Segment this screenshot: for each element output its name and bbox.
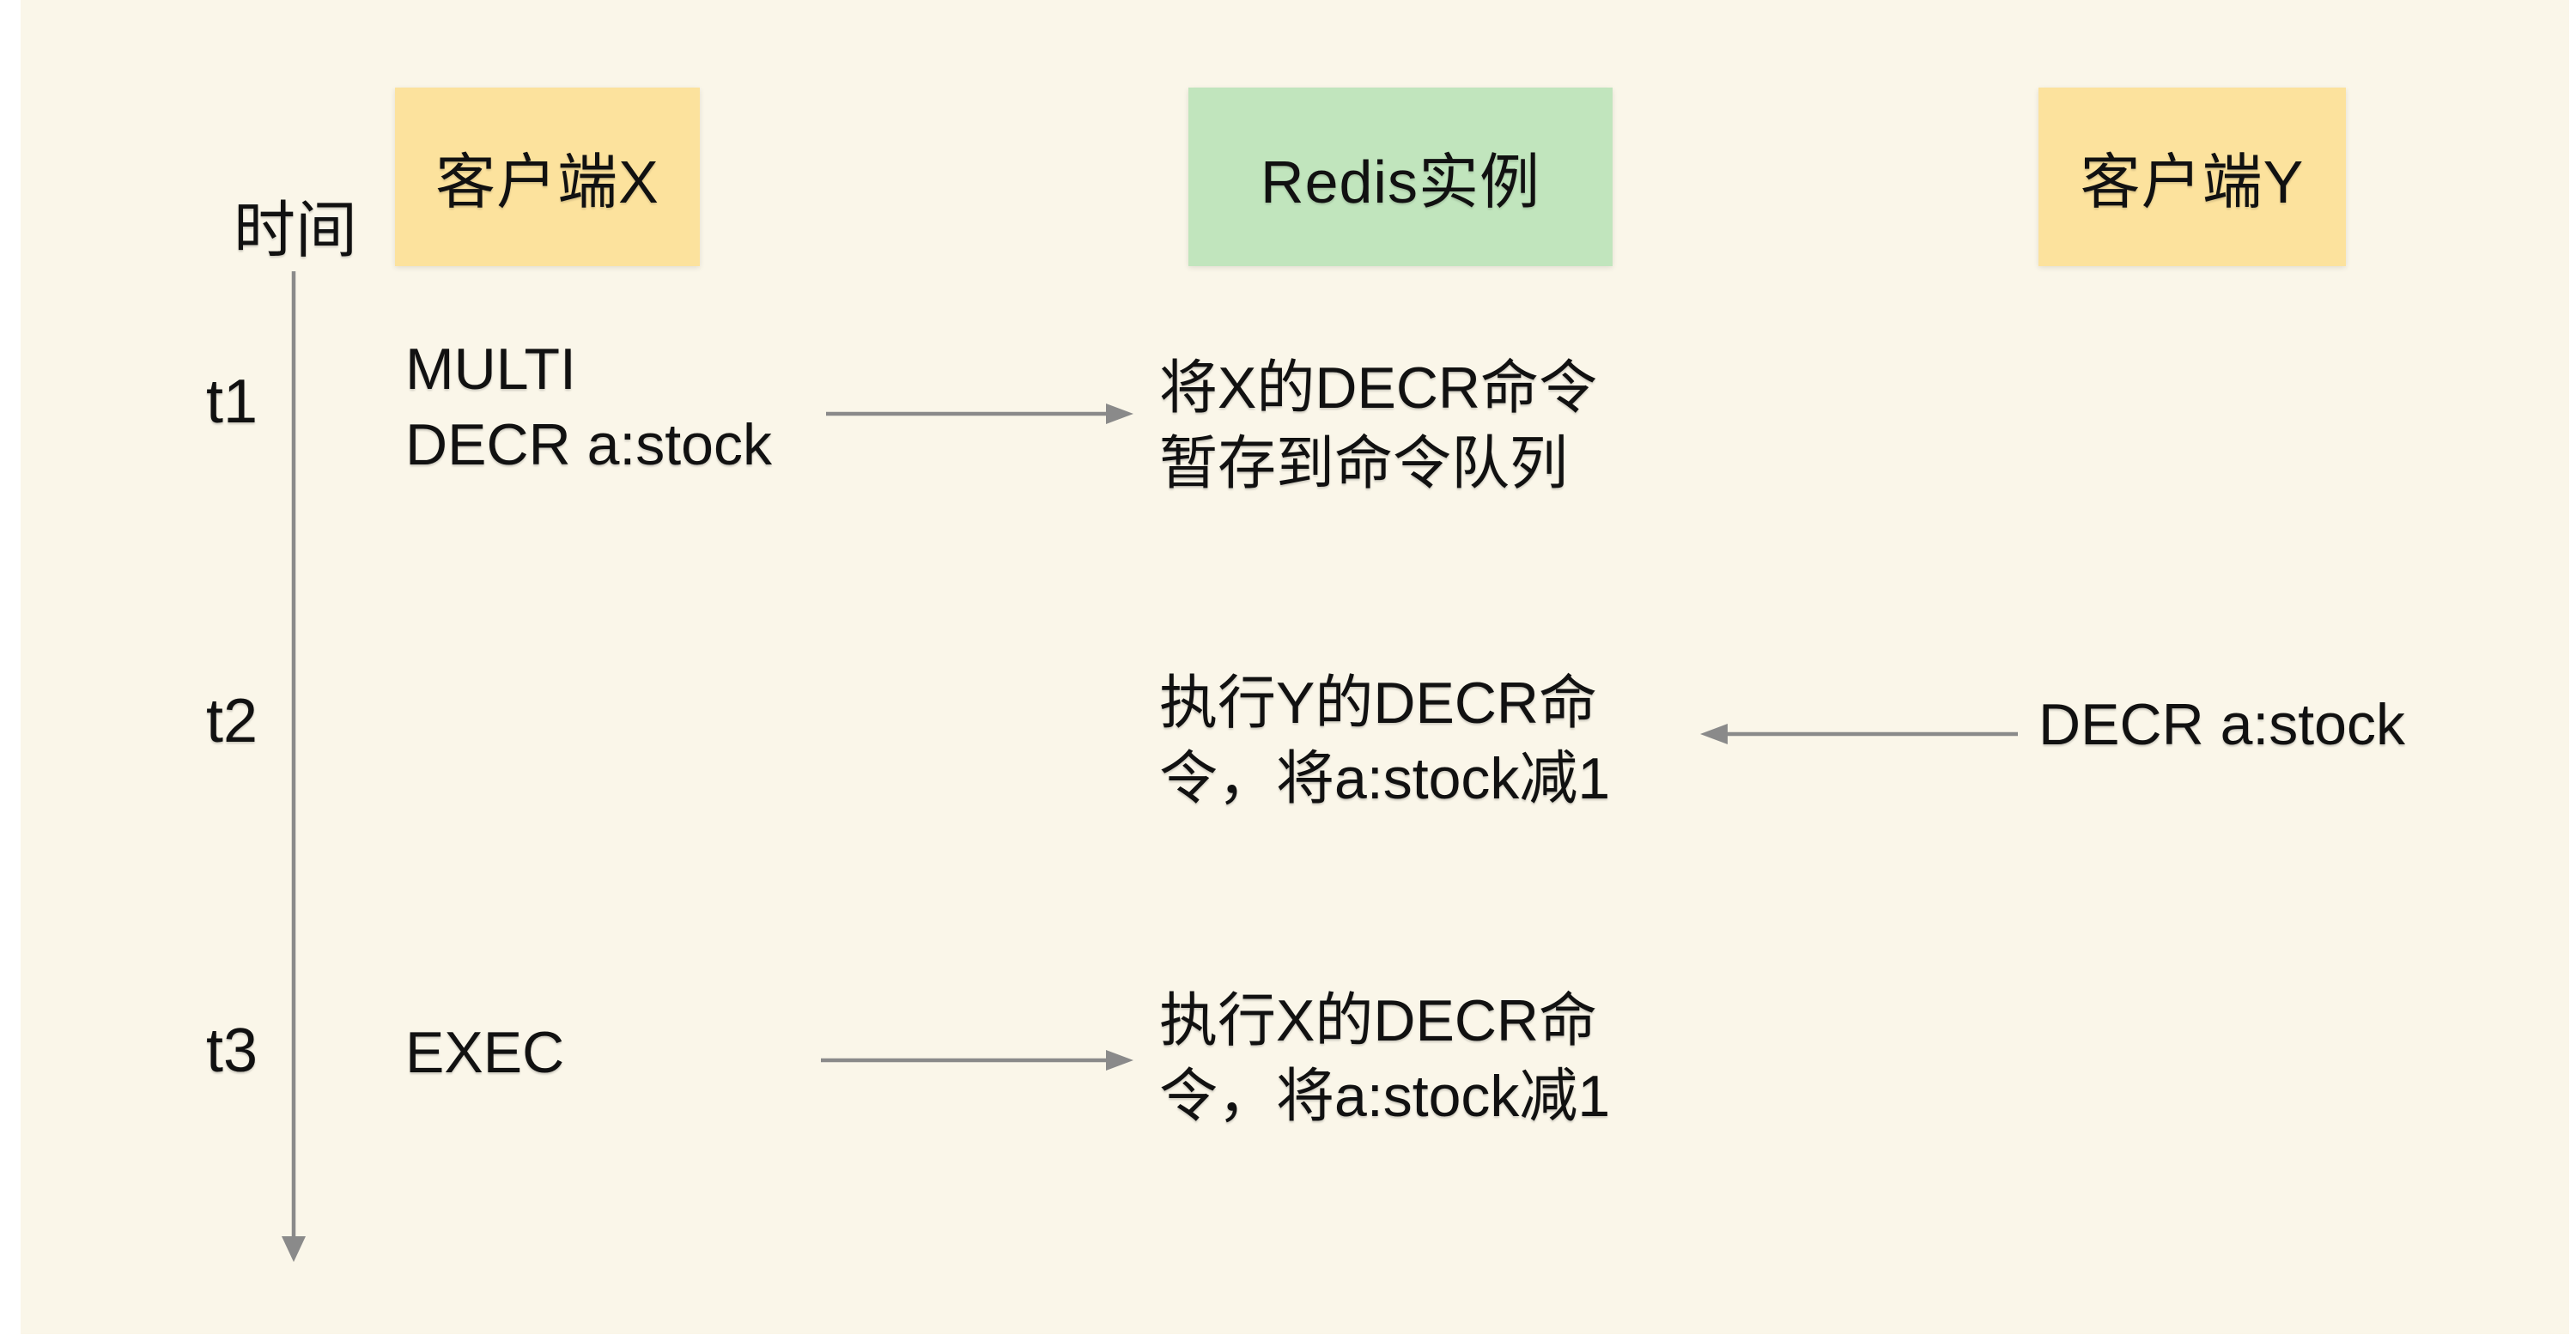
actor-box-redis: Redis实例: [1188, 88, 1613, 266]
redis-t1-line-2: 暂存到命令队列: [1159, 431, 1569, 496]
client-x-t1-commands: MULTI DECR a:stock: [405, 331, 772, 482]
redis-t2-line-1: 执行Y的DECR命: [1159, 670, 1598, 736]
redis-t1-response: 将X的DECR命令 暂存到命令队列: [1159, 350, 1597, 501]
actor-label-client-y: 客户端Y: [2080, 148, 2305, 215]
redis-t2-response: 执行Y的DECR命 令，将a:stock减1: [1159, 665, 1610, 816]
client-y-t2-command: DECR a:stock: [2038, 692, 2405, 757]
client-x-t1-line-2: DECR a:stock: [405, 412, 772, 477]
client-x-t3-command: EXEC: [405, 1020, 565, 1085]
redis-t2-line-2: 令，将a:stock减1: [1159, 746, 1611, 811]
redis-t3-response: 执行X的DECR命 令，将a:stock减1: [1159, 983, 1610, 1134]
redis-t1-line-1: 将X的DECR命令: [1159, 355, 1598, 421]
time-axis-label: 时间: [234, 197, 358, 265]
actor-label-redis: Redis实例: [1261, 148, 1540, 215]
redis-t3-line-1: 执行X的DECR命: [1159, 988, 1598, 1053]
actor-box-client-x: 客户端X: [395, 88, 700, 266]
tick-t3: t3: [205, 1016, 258, 1085]
actor-box-client-y: 客户端Y: [2038, 88, 2346, 266]
client-x-t1-line-1: MULTI: [405, 337, 576, 402]
tick-t2: t2: [205, 687, 258, 755]
actor-label-client-x: 客户端X: [435, 148, 659, 215]
tick-t1: t1: [205, 367, 258, 436]
redis-t3-line-2: 令，将a:stock减1: [1159, 1064, 1611, 1129]
